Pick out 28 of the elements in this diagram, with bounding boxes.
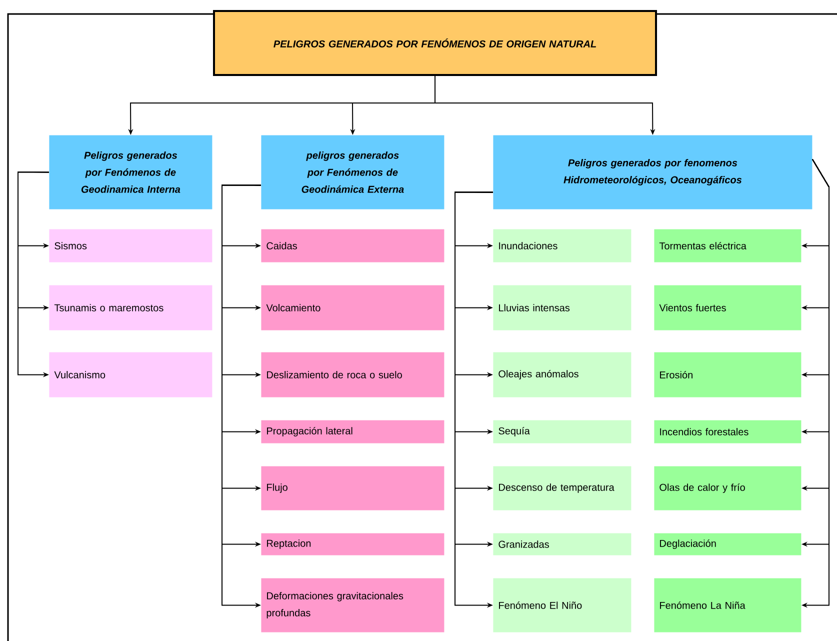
hazard-box: Reptacion	[261, 533, 444, 556]
hazard-box: Erosión	[654, 352, 802, 398]
hazard-box: Oleajes anómalos	[493, 352, 632, 398]
title-box: PELIGROS GENERADOS POR FENÓMENOS DE ORIGEN NATURAL	[213, 10, 657, 76]
hazard-box: Olas de calor y frío	[654, 466, 802, 510]
hazard-box: Flujo	[261, 466, 444, 510]
category-box: Peligros generados por fenomenos Hidrometeorológicos, Oceanogáficos	[493, 135, 812, 210]
category-box: Peligros generados por Fenómenos de Geodinamica Interna	[49, 135, 212, 210]
hazard-box: Lluvias intensas	[493, 285, 632, 330]
hazard-box: Sequía	[493, 420, 632, 444]
hazard-box: Volcamiento	[261, 285, 444, 330]
hazard-box: Inundaciones	[493, 229, 632, 262]
hazard-box: Deslizamiento de roca o suelo	[261, 352, 444, 398]
hazard-box: Fenómeno El Niño	[493, 578, 632, 632]
hazard-box: Fenómeno La Niña	[654, 578, 802, 632]
hazard-box: Granizadas	[493, 533, 632, 556]
hazard-box: Caidas	[261, 229, 444, 262]
hazard-box: Tormentas eléctrica	[654, 229, 802, 262]
category-box: peligros generados por Fenómenos de Geodinámica Externa	[261, 135, 444, 210]
hazard-box: Descenso de temperatura	[493, 466, 632, 510]
hazard-box: Sismos	[49, 229, 212, 262]
hazard-box: Deformaciones gravitacionales profundas	[261, 578, 444, 632]
hazard-box: Incendios forestales	[654, 420, 802, 444]
hazard-box: Vulcanismo	[49, 352, 212, 398]
hazard-box: Vientos fuertes	[654, 285, 802, 330]
hazard-box: Propagación lateral	[261, 420, 444, 444]
hazard-box: Deglaciación	[654, 533, 802, 556]
hazard-box: Tsunamis o maremostos	[49, 285, 212, 330]
